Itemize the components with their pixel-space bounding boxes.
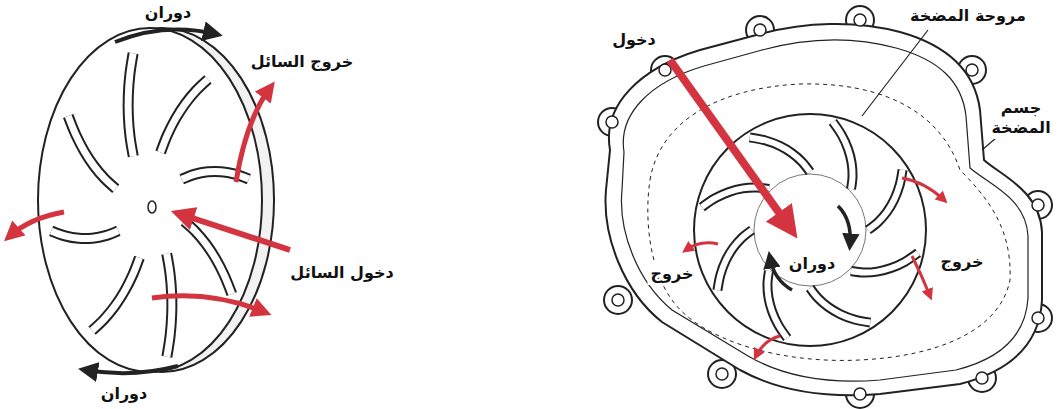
outlet-arrow	[902, 178, 944, 200]
vane-outline	[868, 170, 903, 230]
rotation-arrow	[838, 206, 850, 244]
vane	[810, 288, 870, 323]
vane	[184, 221, 232, 294]
outlet-arrow	[756, 336, 780, 356]
vane	[68, 116, 116, 189]
rotation-arrow	[115, 30, 215, 43]
outlet-arrow	[236, 88, 270, 182]
vane-outline	[51, 231, 118, 239]
vane	[128, 53, 133, 156]
outlet-arrow	[152, 296, 264, 312]
hub-hole	[148, 201, 156, 213]
inlet-arrow	[670, 60, 790, 228]
vane	[833, 122, 853, 189]
flow-label: دخول	[609, 29, 659, 51]
part-label: دخول السائل	[287, 262, 396, 284]
left-impeller	[38, 28, 274, 372]
vane-outline	[161, 79, 208, 152]
flow-label: خروج	[938, 251, 987, 273]
vane-outline	[767, 271, 787, 338]
part-label: خروج السائل	[248, 51, 357, 73]
vane	[161, 79, 208, 152]
outlet-arrow	[912, 256, 930, 296]
vane-outline	[184, 221, 232, 294]
part-label: جسم المضخة	[986, 97, 1056, 139]
vane-outline	[717, 230, 752, 290]
rotation-label: دوران	[142, 2, 195, 24]
disc-face	[38, 28, 262, 372]
outlet-arrow	[686, 243, 718, 250]
vane	[868, 170, 903, 230]
vane	[851, 253, 918, 273]
vane-outline	[68, 116, 116, 189]
leader-line	[982, 138, 996, 150]
left-vanes	[51, 53, 249, 356]
pump-housing	[598, 6, 1052, 408]
vane-outline	[92, 258, 139, 331]
vane-outline	[128, 53, 133, 156]
leader-line	[862, 30, 928, 116]
vane-outline	[833, 122, 853, 189]
vane	[167, 254, 172, 357]
outlet-arrow	[10, 212, 64, 236]
vane	[767, 271, 787, 338]
vane-outline	[810, 288, 870, 323]
vane-outline	[851, 253, 918, 273]
rotation-arrow	[86, 366, 178, 373]
vane-outline	[167, 254, 172, 357]
inlet-arrow	[180, 214, 290, 250]
vane	[750, 137, 810, 172]
part-label: مروحة المضخة	[907, 5, 1029, 27]
rotation-label: دوران	[98, 383, 151, 405]
flow-label: خروج	[648, 263, 697, 285]
vane-outline	[750, 137, 810, 172]
vane	[717, 230, 752, 290]
rotation-label: دوران	[786, 253, 839, 275]
vane	[92, 258, 139, 331]
vane	[51, 231, 118, 239]
